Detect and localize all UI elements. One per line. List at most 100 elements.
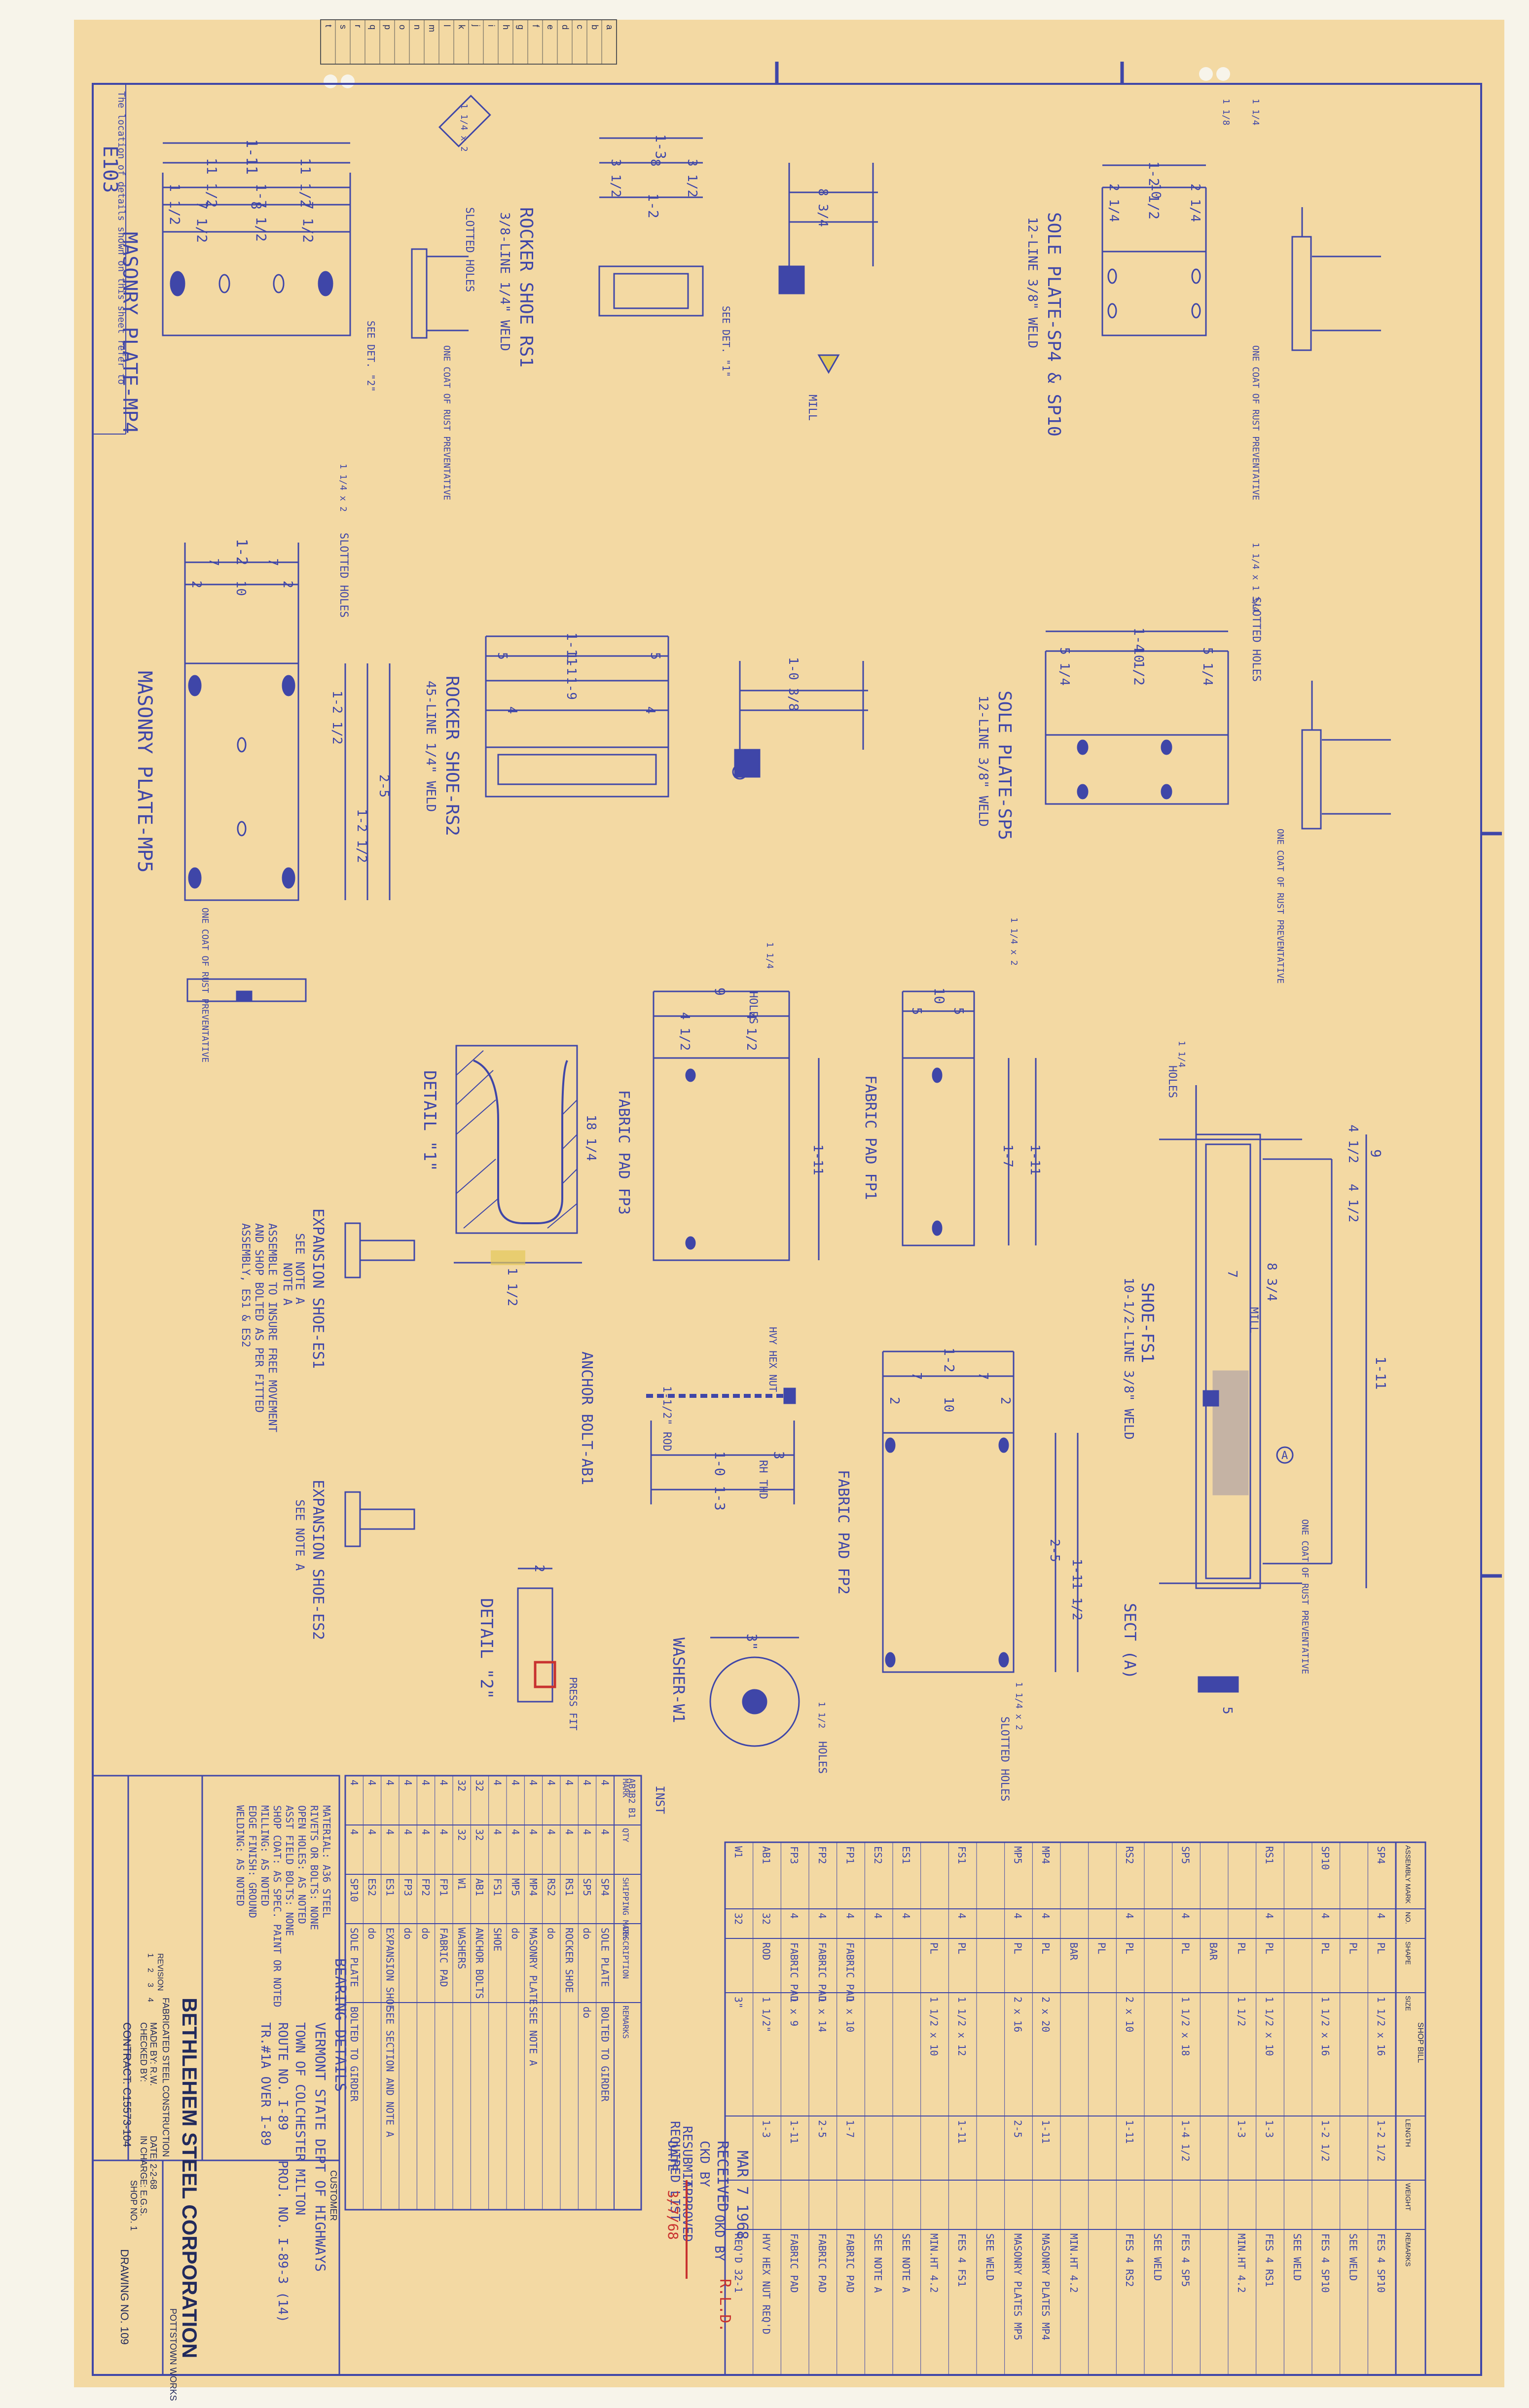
shop-bill-cell: 1 1/2 x 18: [1180, 1997, 1192, 2056]
stamp-ckd: CKD BY: [697, 2141, 712, 2187]
title-sp4: SOLE PLATE-SP4 & SP10: [1044, 212, 1064, 437]
shop-bill-cell: 2 x 10: [1124, 1997, 1135, 2032]
anchor-bolt-ab1-view: [646, 1387, 796, 1504]
erection-list-header: SHIPPING MARK: [621, 1877, 630, 1939]
shop-bill-cell: PL: [1264, 1942, 1275, 1954]
weld-rs1: 3/8-LINE 1/4" WELD: [497, 212, 512, 351]
shop-bill-header: REMARKS: [1404, 2232, 1412, 2266]
index-letter: a: [605, 25, 615, 30]
shop-bill-cell: 4: [1180, 1913, 1192, 1919]
erection-list-header: DESCRIPTION: [621, 1927, 630, 1979]
masonry-plate-mp5-view: [184, 543, 391, 1002]
erection-list-cell: 4: [599, 1780, 611, 1786]
shop-bill-cell: 32: [732, 1913, 744, 1925]
erection-list-cell: 4: [581, 1780, 593, 1786]
shop-bill-cell: 1 1/2 x 16: [1319, 1997, 1331, 2056]
slotted-holes-mp4: SLOTTED HOLES: [463, 207, 475, 292]
stamp-date-label: DATE: [665, 2141, 680, 2172]
note-welding: WELDING: AS NOTED: [234, 1805, 246, 1906]
coat-note-sp4: ONE COAT OF RUST PREVENTATIVE: [1250, 345, 1261, 500]
erection-list-cell: 4: [510, 1829, 521, 1835]
tag-sp4: 1 1/8: [1221, 99, 1231, 125]
dim-fp2-d: 10: [941, 1397, 956, 1412]
erection-list-inst-col: B2: [626, 1793, 637, 1804]
see-note-es2: SEE NOTE A: [293, 1499, 307, 1571]
dim-sp4-c: 2 1/4: [1188, 183, 1202, 222]
weld-fs1: 10-1/2-LINE 3/8" WELD: [1121, 1277, 1136, 1440]
shop-bill-cell: PL: [1124, 1942, 1135, 1954]
shop-bill-cell: SEE WELD: [1291, 2233, 1303, 2281]
title-block-text: BETHLEHEM STEEL CORPORATION FABRICATED S…: [118, 1953, 349, 2401]
shop-bill-header: LENGTH: [1404, 2119, 1412, 2147]
shop-bill-cell: 3": [732, 1997, 744, 2008]
views-layer: A: [162, 137, 1391, 1747]
erection-list-cell: FP1: [438, 1878, 450, 1896]
dim-fp2-h2: 1-11 1/2: [1069, 1559, 1084, 1620]
slotted-holes-fp2: SLOTTED HOLES: [998, 1716, 1011, 1801]
dim-fs1-e: 1-11: [1373, 1356, 1389, 1389]
shop-bill-cell: SEE NOTE A: [900, 2233, 912, 2293]
dim-fp1-w: 10: [931, 987, 947, 1004]
erection-list-cell: 4: [527, 1780, 539, 1786]
dim-w1-d: 3": [744, 1634, 760, 1650]
erection-list-cell: 32: [456, 1780, 468, 1791]
erection-list-cell: do: [402, 1928, 414, 1939]
tag-mp4: 1 1/4 x 2: [459, 104, 469, 152]
dim-rs2-top: 1-11: [564, 632, 580, 665]
tag-sp4-b: 1 1/4: [1250, 99, 1261, 125]
detail-1-view: [454, 1045, 582, 1265]
shop-bill-cell: 4: [1124, 1913, 1135, 1919]
shop-bill-cell: PL: [1012, 1942, 1024, 1954]
coat-note-mp5: ONE COAT OF RUST PREVENTATIVE: [200, 908, 210, 1062]
shop-bill-cell: SP5: [1180, 1846, 1192, 1864]
dim-sp5-rad: 1-0 3/8: [786, 657, 801, 711]
erection-list-cell: MASONRY PLATE: [527, 1928, 539, 2005]
index-letter: t: [324, 25, 333, 27]
tag-mp5: 1 1/4 x 2: [338, 464, 348, 512]
revision-3: 3: [146, 1983, 154, 1987]
erection-list-cell: 4: [438, 1829, 450, 1835]
shop-bill-header: SIZE: [1404, 1996, 1412, 2011]
shop-bill-group-header: SHOP BILL: [1416, 2022, 1424, 2063]
dim-fp3-a: 4 1/2: [677, 1012, 692, 1051]
shop-number: SHOP NO. 1: [129, 2180, 139, 2231]
erection-list-cell: do: [510, 1928, 521, 1939]
contract-number: CONTRACT: C15573-104: [121, 2022, 133, 2147]
erection-list-cell: 4: [581, 1829, 593, 1835]
sole-plate-sp5-view: [1045, 630, 1391, 830]
erection-list-inst-col: B1: [626, 1808, 637, 1819]
rocker-shoe-rs1-view: [598, 137, 878, 374]
dim-fp3-w: 9: [712, 987, 728, 996]
shop-bill-cell: ES1: [900, 1846, 912, 1864]
erection-list-cell: 4: [420, 1829, 432, 1835]
dim-sp4-b: 10: [1148, 183, 1163, 199]
erection-list-cell: FP3: [402, 1878, 414, 1896]
shop-bill-cell: PL: [1347, 1942, 1359, 1954]
shop-bill-cell: 4: [788, 1913, 800, 1919]
mill-label-rs1: MILL: [806, 395, 818, 421]
shop-bill-cell: 2-5: [1012, 2120, 1024, 2138]
erection-list-cell: 4: [384, 1829, 396, 1835]
works-name: POTTSTOWN WORKS: [168, 2308, 178, 2401]
dim-sp5-b: 10: [1131, 647, 1146, 662]
erection-list-cell: 32: [473, 1780, 485, 1791]
shop-bill-cell: MASONRY PLATES MP4: [1040, 2233, 1052, 2340]
holes-fs1: HOLES: [1166, 1065, 1178, 1098]
erection-list-cell: 4: [527, 1829, 539, 1835]
erection-list-header: REMARKS: [621, 2006, 630, 2039]
erection-list-cell: RS2: [546, 1878, 557, 1896]
shop-bill-cell: MP5: [1012, 1846, 1024, 1864]
shop-bill-cell: BAR: [1068, 1942, 1080, 1961]
shop-bill-cell: MIN.HT 4.2: [1068, 2233, 1080, 2293]
title-rs2: ROCKER SHOE-RS2: [442, 676, 462, 836]
erection-list-cell: 4: [348, 1829, 360, 1835]
title-es1: EXPANSION SHOE-ES1: [309, 1208, 327, 1369]
project-line-2: ROUTE NO. I-89: [275, 2022, 290, 2130]
punch-hole: [1199, 67, 1213, 81]
holes-w1: HOLES: [816, 1741, 828, 1774]
index-letter: p: [383, 25, 393, 30]
expansion-shoe-es2-view: [344, 1491, 415, 1547]
shop-bill-cell: 4: [900, 1913, 912, 1919]
